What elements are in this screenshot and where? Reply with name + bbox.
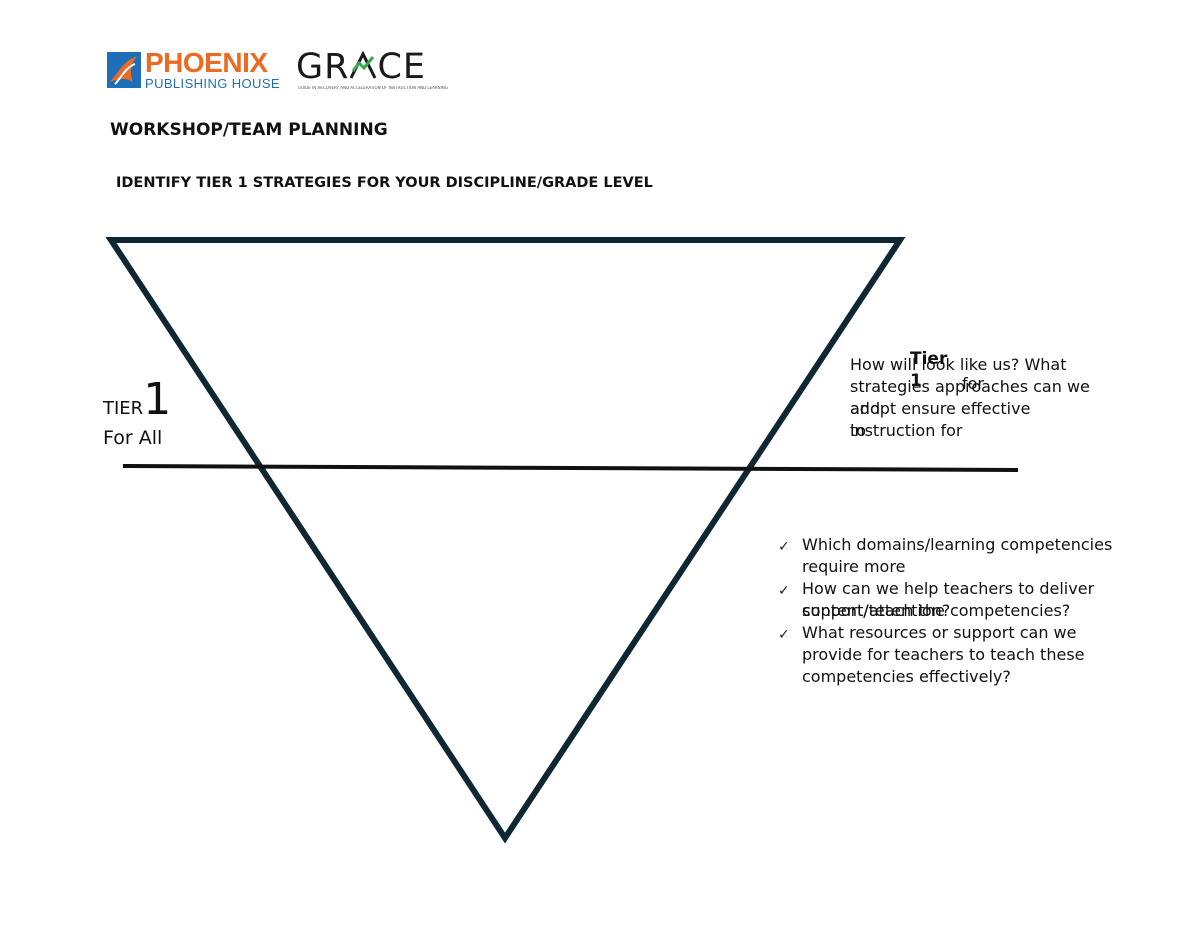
tier-label: TIER1 xyxy=(103,378,171,422)
phoenix-wordmark: PHOENIX xyxy=(145,47,268,78)
tier-word: TIER xyxy=(103,398,144,419)
tier-overlay-to: to xyxy=(850,421,867,440)
tier-question-text: How will look like us? What strategies a… xyxy=(850,355,1090,440)
tier-divider-line xyxy=(122,464,1019,472)
phoenix-subtitle: PUBLISHING HOUSE xyxy=(145,76,280,91)
tier-overlay-and: and xyxy=(850,399,881,418)
bullet-item-resources: What resources or support can we xyxy=(802,623,1077,642)
tier-subtitle: For All xyxy=(103,427,163,449)
check-icon: ✓ xyxy=(778,539,790,555)
bullet-item-help-teachers: How can we help teachers to deliver cont… xyxy=(802,579,1095,620)
phoenix-bird-icon xyxy=(107,52,141,88)
grace-tagline: GUIDE IN RECOVERY AND ACCELERATION OF IN… xyxy=(298,86,448,90)
tier-overlay-for: for xyxy=(962,374,984,393)
tier-number: 1 xyxy=(143,374,172,425)
bullet-item-support-overlay: support/attention? xyxy=(802,601,951,620)
grace-wordmark-right: CE xyxy=(377,47,427,87)
bullet-item-resources-cont: provide for teachers to teach these comp… xyxy=(802,645,1085,686)
grace-logo: GR CE GUIDE IN RECOVERY AND ACCELERATION … xyxy=(296,48,456,94)
grace-a-icon xyxy=(349,49,377,79)
page-heading: WORKSHOP/TEAM PLANNING xyxy=(110,120,388,140)
bullet-item-domains: Which domains/learning competencies requ… xyxy=(802,535,1113,576)
tier-overlay-number: 1 xyxy=(910,371,922,391)
tier-overlay-word: Tier xyxy=(910,349,948,369)
inverted-triangle xyxy=(105,237,906,844)
check-icon: ✓ xyxy=(778,627,790,643)
page-subheading: IDENTIFY TIER 1 STRATEGIES FOR YOUR DISC… xyxy=(116,175,653,191)
phoenix-publishing-logo: PHOENIX PUBLISHING HOUSE xyxy=(107,47,287,94)
check-icon: ✓ xyxy=(778,583,790,599)
grace-wordmark-left: GR xyxy=(296,47,350,87)
grace-wordmark: GR CE xyxy=(296,48,426,86)
